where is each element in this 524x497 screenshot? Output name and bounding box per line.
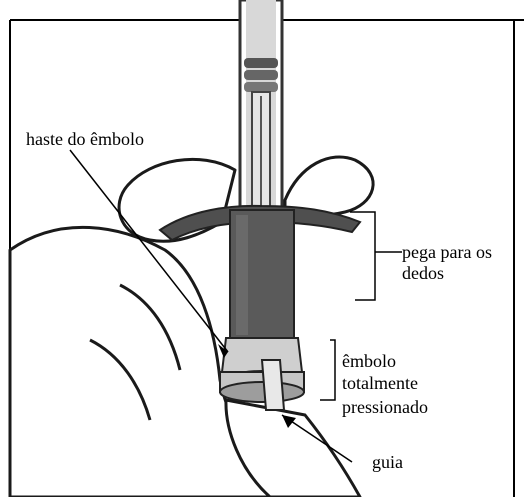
label-finger-grip-2: dedos (402, 262, 444, 284)
label-plunger-pressed-1: êmbolo (342, 350, 396, 372)
label-plunger-pressed-2: totalmente (342, 372, 418, 394)
label-guide: guia (372, 451, 403, 473)
label-finger-grip: pega para os (402, 241, 492, 263)
label-plunger-rod: haste do êmbolo (26, 128, 144, 150)
label-plunger-pressed-3: pressionado (342, 396, 428, 418)
syringe-barrel (240, 0, 282, 210)
hand-illustration (10, 157, 373, 497)
